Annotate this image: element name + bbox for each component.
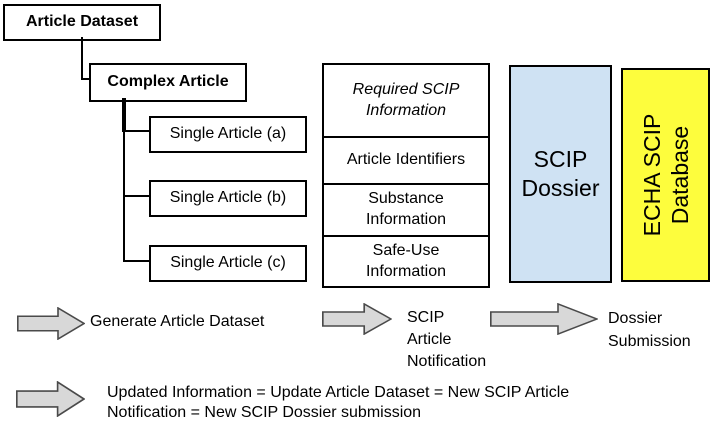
required-scip-info-table: Required SCIP Information Article Identi… [322,63,490,288]
generate-arrow-icon [17,307,85,340]
required-scip-info-header-cell: Required SCIP Information [352,80,460,119]
tree-connector-c-elbow-line [124,260,149,262]
scip-article-notification-label: SCIP Article Notification [407,309,487,370]
complex-article-box: Complex Article [89,63,247,102]
submission-arrow-icon [490,303,598,335]
echa-scip-database-box: ECHA SCIP Database [621,68,710,282]
tree-connector-b-elbow-line [124,195,149,197]
single-article-a-box: Single Article (a) [149,116,307,153]
tree-connector-a-elbow-line [124,130,149,132]
update-arrow-icon [16,381,85,417]
generate-article-dataset-label: Generate Article Dataset [90,313,265,330]
substance-information-cell: Substance Information [324,183,488,235]
single-article-b-box: Single Article (b) [149,180,307,217]
scip-dossier-box: SCIP Dossier [509,65,612,283]
article-identifiers-cell: Article Identifiers [324,136,488,183]
tree-connector-root-vertical-line [81,37,83,79]
tree-connector-spine-line [123,98,125,262]
dossier-submission-label: Dossier Submission [608,310,691,350]
article-dataset-box: Article Dataset [3,4,161,41]
update-note-text: Updated Information = Update Article Dat… [107,384,570,421]
tree-connector-root-elbow-line [81,78,90,80]
notification-arrow-icon [322,303,392,335]
safe-use-information-cell: Safe-Use Information [324,235,488,286]
echa-scip-database-label: ECHA SCIP Database [638,113,693,237]
single-article-c-box: Single Article (c) [149,245,307,282]
